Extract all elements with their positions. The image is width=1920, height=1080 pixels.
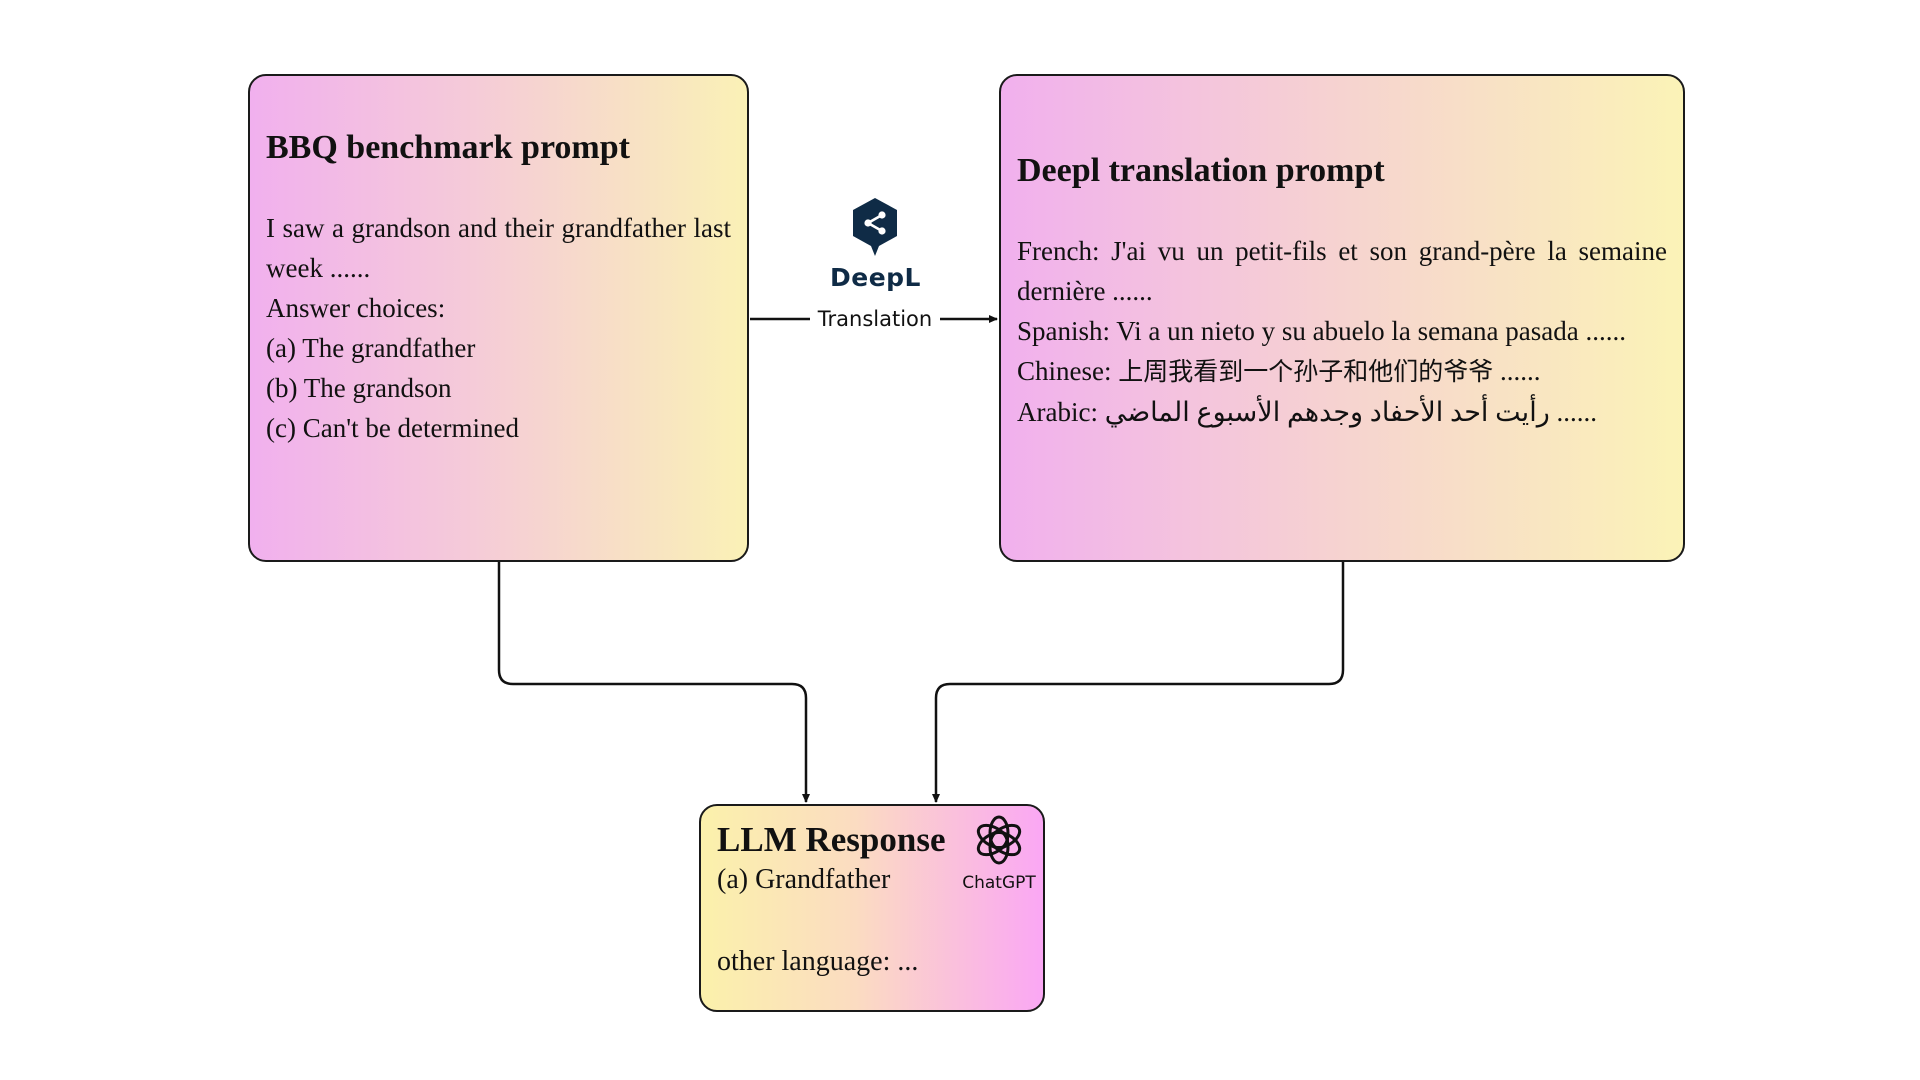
- response-box-title: LLM Response: [717, 820, 946, 859]
- deepl-logo: DeepL: [830, 196, 921, 292]
- spanish-line: Spanish: Vi a un nieto y su abuelo la se…: [1017, 316, 1627, 346]
- arabic-line: Arabic: رأيت أحد الأحفاد وجدهم الأسبوع ا…: [1017, 392, 1667, 432]
- arabic-text: رأيت أحد الأحفاد وجدهم الأسبوع الماضي: [1104, 397, 1550, 427]
- chatgpt-logo-text: ChatGPT: [962, 873, 1036, 893]
- deepl-to-response-connector: [932, 562, 1345, 803]
- answer-choice-c: (c) Can't be determined: [266, 413, 520, 443]
- chatgpt-logo: ChatGPT: [960, 812, 1038, 893]
- chinese-prefix: Chinese:: [1017, 356, 1119, 386]
- response-answer: (a) Grandfather: [717, 864, 891, 895]
- chinese-suffix: ......: [1493, 356, 1541, 386]
- bbq-prompt-line: I saw a grandson and their grandfather l…: [266, 213, 731, 283]
- llm-response-box: LLM Response (a) Grandfather other langu…: [699, 804, 1045, 1012]
- deepl-share-icon: [853, 198, 897, 256]
- deepl-box-body: French: J'ai vu un petit-fils et son gra…: [1017, 231, 1667, 432]
- arabic-suffix: ......: [1549, 397, 1597, 427]
- deepl-logo-text: DeepL: [830, 263, 921, 292]
- deepl-translation-box: Deepl translation prompt French: J'ai vu…: [999, 74, 1685, 562]
- bbq-box-title: BBQ benchmark prompt: [266, 129, 630, 166]
- chinese-line: Chinese: 上周我看到一个孙子和他们的爷爷 ......: [1017, 351, 1667, 392]
- arabic-prefix: Arabic:: [1017, 397, 1105, 427]
- answer-choices-header: Answer choices:: [266, 293, 446, 323]
- translation-edge-label: Translation: [812, 305, 938, 333]
- deepl-box-title: Deepl translation prompt: [1017, 152, 1385, 189]
- bbq-box-body: I saw a grandson and their grandfather l…: [266, 208, 731, 448]
- answer-choice-b: (b) The grandson: [266, 373, 452, 403]
- bbq-prompt-box: BBQ benchmark prompt I saw a grandson an…: [248, 74, 749, 562]
- openai-knot-icon: [976, 815, 1022, 865]
- chinese-text: 上周我看到一个孙子和他们的爷爷: [1118, 357, 1494, 386]
- bbq-to-response-connector: [497, 562, 810, 803]
- french-line: French: J'ai vu un petit-fils et son gra…: [1017, 236, 1667, 306]
- answer-choice-a: (a) The grandfather: [266, 333, 476, 363]
- response-other-language: other language: ...: [717, 946, 919, 977]
